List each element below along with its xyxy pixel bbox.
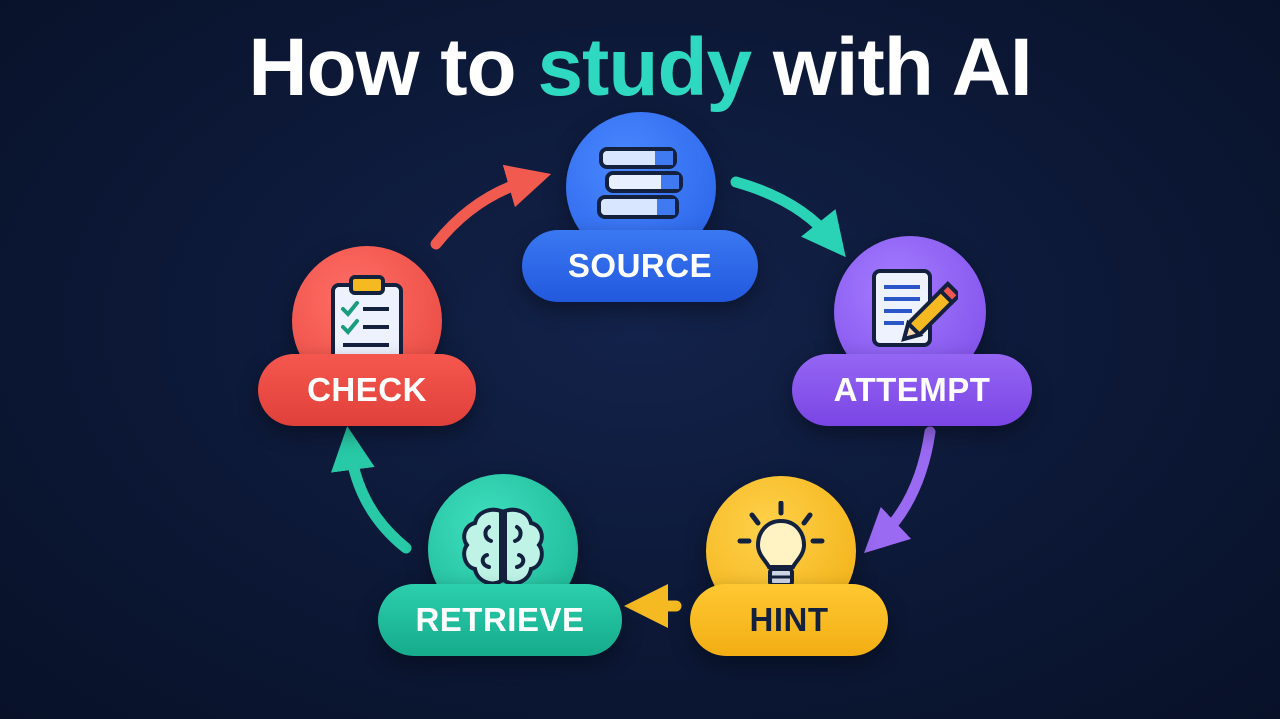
notepad-pencil-icon [862,265,962,360]
lightbulb-icon [736,500,826,602]
title-accent: study [537,22,752,113]
arrow-check-to-source [430,164,552,250]
check-label: CHECK [258,354,476,426]
retrieve-label: RETRIEVE [378,584,622,656]
hint-label: HINT [690,584,888,656]
page-title: How to study with AI [0,18,1280,118]
arrow-source-to-attempt [730,176,846,258]
title-part-1: How to [248,22,538,113]
source-label: SOURCE [522,230,758,302]
attempt-label: ATTEMPT [792,354,1032,426]
arrow-attempt-to-hint [864,426,936,554]
brain-icon [459,505,547,594]
clipboard-checklist-icon [327,273,407,370]
arrow-retrieve-to-check [331,426,412,554]
title-part-2: with AI [751,22,1033,113]
books-icon [593,143,689,232]
